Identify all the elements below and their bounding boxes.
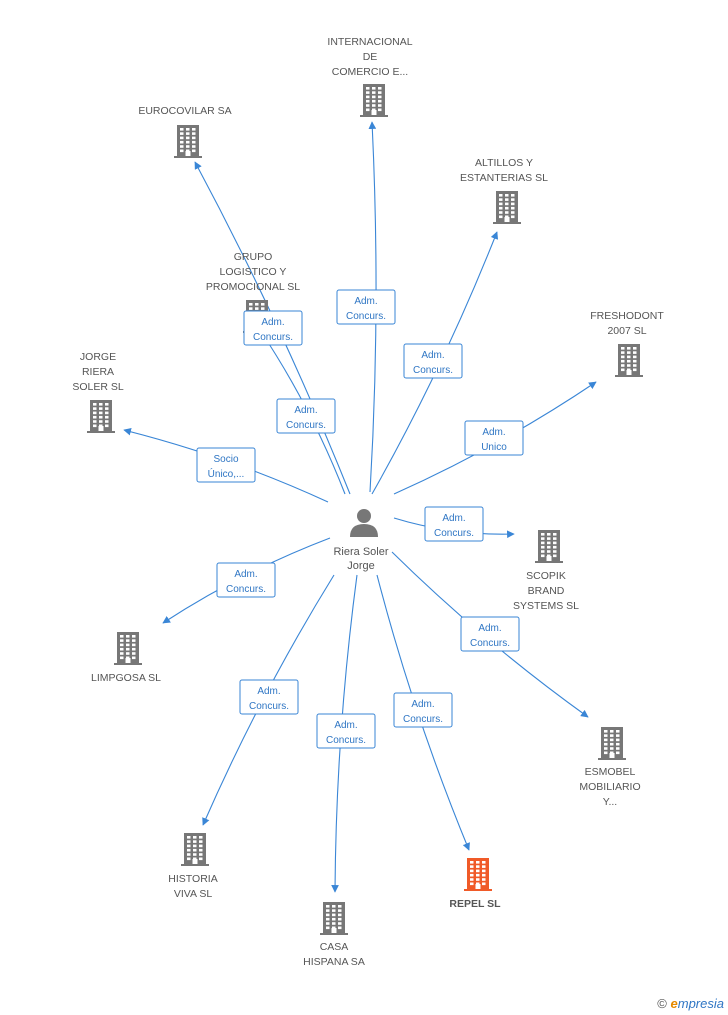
company-name-line: FRESHODONT [590, 310, 664, 322]
company-node-scopik[interactable]: SCOPIK BRAND SYSTEMS SL [513, 530, 579, 612]
company-name-line: BRAND [528, 585, 565, 597]
edge-label-text: Adm. [334, 720, 357, 731]
company-node-limpgosa[interactable]: LIMPGOSA SL [91, 632, 161, 684]
edge-label-text: Socio [213, 454, 238, 465]
company-name-line: MOBILIARIO [579, 781, 640, 793]
company-node-esmobel[interactable]: ESMOBEL MOBILIARIO Y... [579, 727, 641, 808]
building-icon [181, 833, 209, 866]
edge-label-esmobel[interactable]: Adm. Concurs. [460, 616, 520, 652]
company-node-casa[interactable]: CASA HISPANA SA [303, 902, 365, 968]
person-icon [350, 509, 378, 537]
edge-labels-layer: Adm.Concurs.Adm.Concurs.Adm.Concurs.Adm.… [196, 289, 524, 749]
building-icon [464, 858, 492, 891]
company-name-line: REPEL SL [449, 898, 501, 910]
edge-label-altillos[interactable]: Adm. Concurs. [403, 343, 463, 379]
edge-label-text: Concurs. [249, 701, 289, 712]
company-node-internacional[interactable]: INTERNACIONAL DE COMERCIO E... [327, 36, 413, 117]
edge-label-scopik[interactable]: Adm. Concurs. [424, 506, 484, 542]
edge-label-text: Único,... [208, 467, 245, 480]
company-name-line: HISPANA SA [303, 956, 365, 968]
company-name-line: GRUPO [234, 251, 273, 263]
edge-label-text: Concurs. [470, 638, 510, 649]
company-name-line: LIMPGOSA SL [91, 672, 161, 684]
building-icon [174, 125, 202, 158]
company-name-line: Y... [603, 796, 617, 808]
company-name-line: INTERNACIONAL [327, 36, 412, 48]
company-name-line: CASA [320, 941, 349, 953]
nodes-layer: INTERNACIONAL DE COMERCIO E... EUROCOVILAR … [72, 36, 664, 968]
edge-label-text: Adm. [261, 317, 284, 328]
copyright-symbol: © [657, 996, 667, 1011]
edge-label-text: Adm. [442, 513, 465, 524]
edge-label-text: Adm. [478, 623, 501, 634]
edge-label-text: Concurs. [253, 332, 293, 343]
company-name-line: EUROCOVILAR SA [138, 105, 231, 117]
building-icon [114, 632, 142, 665]
building-icon [535, 530, 563, 563]
edge-label-text: Adm. [234, 569, 257, 580]
edge-label-text: Adm. [294, 405, 317, 416]
edge-label-text: Adm. [354, 296, 377, 307]
company-name-line: SCOPIK [526, 570, 566, 582]
company-node-jorge-riera[interactable]: JORGE RIERA SOLER SL [72, 351, 124, 433]
company-name-line: ALTILLOS Y [475, 157, 533, 169]
building-icon [615, 344, 643, 377]
edge-label-limpgosa[interactable]: Adm. Concurs. [216, 562, 276, 598]
company-name-line: ESTANTERIAS SL [460, 172, 548, 184]
edge-label-internacional[interactable]: Adm. Concurs. [336, 289, 396, 325]
edge-label-grupo[interactable]: Adm. Concurs. [276, 398, 336, 434]
footer-brand: © empresia [657, 996, 724, 1011]
company-name-line: HISTORIA [168, 873, 217, 885]
person-name-line: Jorge [347, 560, 375, 572]
edge-label-text: Concurs. [413, 365, 453, 376]
company-node-historia[interactable]: HISTORIA VIVA SL [168, 833, 218, 900]
company-node-repel[interactable]: REPEL SL [449, 858, 501, 910]
edge-label-text: Concurs. [286, 420, 326, 431]
edge-label-text: Unico [481, 442, 507, 453]
edge-label-text: Concurs. [226, 584, 266, 595]
company-node-freshodont[interactable]: FRESHODONT 2007 SL [590, 310, 664, 377]
building-icon [493, 191, 521, 224]
edge-label-casa[interactable]: Adm. Concurs. [316, 713, 376, 749]
edge-label-text: Concurs. [434, 528, 474, 539]
company-name-line: COMERCIO E... [332, 66, 408, 78]
brand-logo-text: mpresia [677, 996, 724, 1011]
company-name-line: VIVA SL [174, 888, 212, 900]
company-name-line: PROMOCIONAL SL [206, 281, 300, 293]
edge-label-text: Concurs. [403, 714, 443, 725]
edge-label-text: Concurs. [346, 311, 386, 322]
edge-label-text: Adm. [257, 686, 280, 697]
edge-label-text: Adm. [411, 699, 434, 710]
company-name-line: ESMOBEL [585, 766, 636, 778]
company-name-line: 2007 SL [607, 325, 646, 337]
person-name-line: Riera Soler [333, 546, 388, 558]
company-name-line: JORGE [80, 351, 116, 363]
building-icon [598, 727, 626, 760]
edge-label-text: Adm. [482, 427, 505, 438]
company-node-eurocovilar[interactable]: EUROCOVILAR SA [138, 105, 232, 158]
company-name-line: LOGISTICO Y [220, 266, 287, 278]
building-icon [360, 84, 388, 117]
building-icon [320, 902, 348, 935]
edges-layer [123, 121, 597, 893]
company-name-line: SOLER SL [72, 381, 124, 393]
company-name-line: RIERA [82, 366, 114, 378]
company-name-line: DE [363, 51, 378, 63]
edge-label-jorge-riera[interactable]: SocioÚnico,... [196, 447, 256, 483]
edge-label-repel[interactable]: Adm. Concurs. [393, 692, 453, 728]
edge-label-text: Adm. [421, 350, 444, 361]
building-icon [87, 400, 115, 433]
edge-label-eurocovilar[interactable]: Adm. Concurs. [243, 310, 303, 346]
company-node-altillos[interactable]: ALTILLOS Y ESTANTERIAS SL [460, 157, 548, 224]
edge-label-text: Concurs. [326, 735, 366, 746]
edge-label-freshodont[interactable]: Adm. Unico [464, 420, 524, 456]
edge-label-historia[interactable]: Adm. Concurs. [239, 679, 299, 715]
brand-logo-initial: e [670, 996, 678, 1011]
company-name-line: SYSTEMS SL [513, 600, 579, 612]
